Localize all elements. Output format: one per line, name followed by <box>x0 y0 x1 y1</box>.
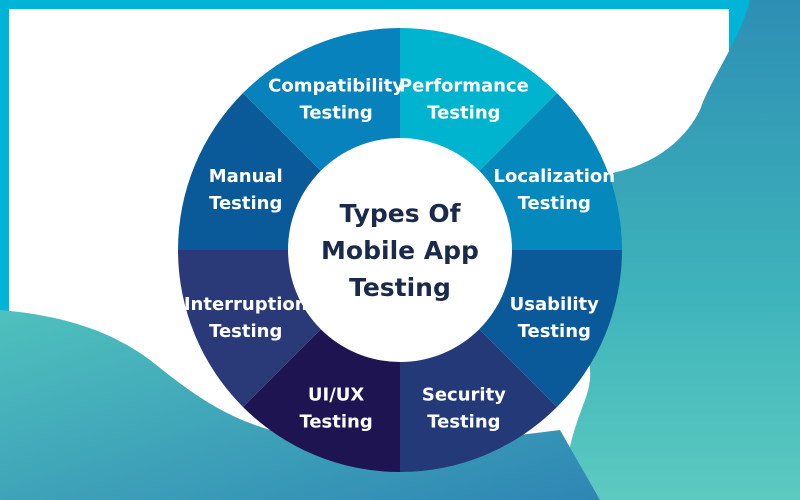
segment-label-line: Testing <box>209 193 282 214</box>
center-circle <box>288 138 512 362</box>
segment-label-4: UI/UX Testing <box>299 384 372 432</box>
segment-label-line: Testing <box>518 193 591 214</box>
right-wave-shape <box>554 0 800 500</box>
center-title-line: Mobile App <box>321 236 479 265</box>
segment-label-line: Testing <box>518 321 591 342</box>
segment-label-line: Testing <box>427 411 500 432</box>
segment-label-line: Compatibility <box>268 76 404 97</box>
segment-label-line: Interruption <box>184 294 308 315</box>
segment-label-line: Usability <box>510 294 599 315</box>
segment-label-line: UI/UX <box>308 384 365 405</box>
center-title-line: Types Of <box>340 199 462 228</box>
segment-label-line: Testing <box>427 103 500 124</box>
segment-label-line: Localization <box>493 166 615 187</box>
segment-label-line: Testing <box>209 321 282 342</box>
segment-label-line: Performance <box>399 76 529 97</box>
segment-label-line: Testing <box>299 411 372 432</box>
segment-label-line: Security <box>422 384 506 405</box>
segment-label-line: Manual <box>209 166 283 187</box>
segment-label-line: Testing <box>299 103 372 124</box>
center-title-line: Testing <box>349 273 451 302</box>
